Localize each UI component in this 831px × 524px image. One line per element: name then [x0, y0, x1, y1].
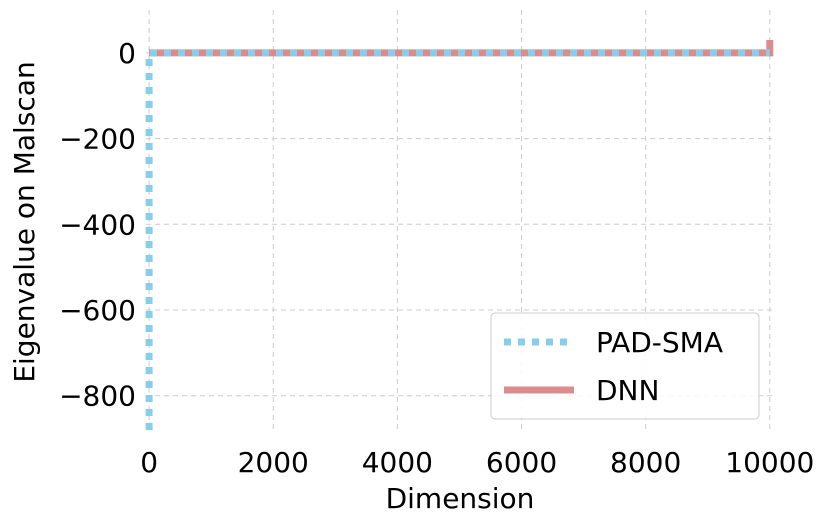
y-tick-label: −400	[59, 208, 136, 241]
legend-label-pad-sma: PAD-SMA	[596, 326, 723, 359]
x-tick-label: 6000	[486, 446, 557, 479]
x-tick-label: 10000	[725, 446, 814, 479]
y-axis-label: Eigenvalue on Malscan	[8, 61, 41, 382]
x-tick-label: 8000	[610, 446, 681, 479]
tick-layer: 0 2000 4000 6000 8000 10000 0 −200 −400 −600 −800	[59, 37, 814, 479]
x-tick-label: 4000	[362, 446, 433, 479]
y-tick-label: −800	[59, 380, 136, 413]
y-tick-label: −600	[59, 294, 136, 327]
y-tick-label: 0	[118, 37, 136, 70]
x-tick-label: 2000	[238, 446, 309, 479]
x-axis-label: Dimension	[386, 482, 535, 515]
legend-label-dnn: DNN	[596, 374, 659, 407]
series-layer	[145, 40, 774, 430]
x-tick-label: 0	[140, 446, 158, 479]
y-tick-label: −200	[59, 123, 136, 156]
legend: PAD-SMA DNN	[490, 312, 760, 420]
series-line-pad-sma	[145, 49, 770, 430]
